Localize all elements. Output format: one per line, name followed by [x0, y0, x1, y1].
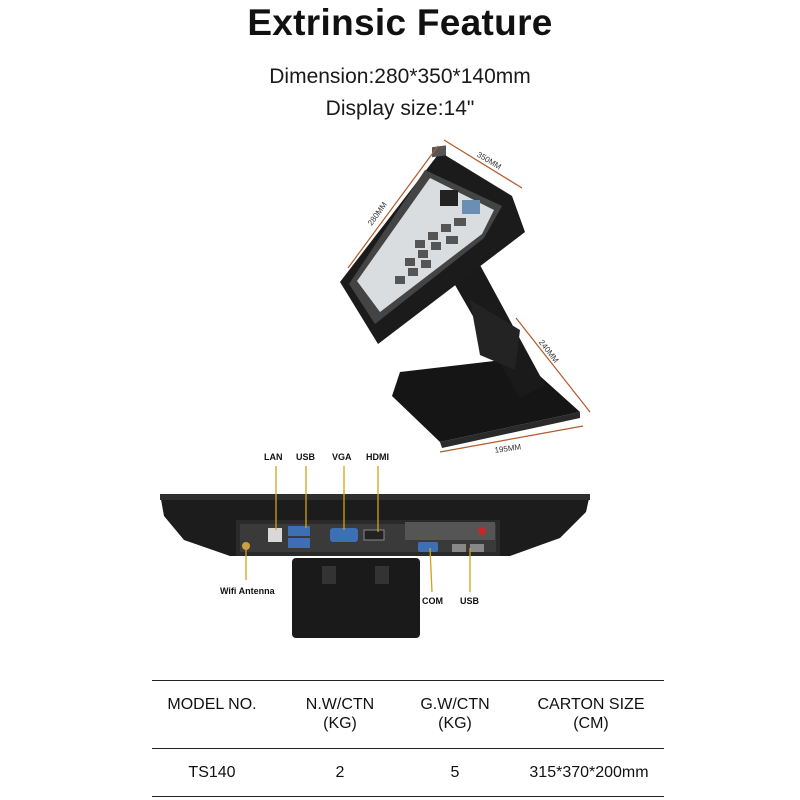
header-carton-size: CARTON SIZE (CM)	[518, 695, 664, 733]
dimension-text: Dimension:280*350*140mm	[269, 65, 531, 88]
port-pointer-lines	[245, 466, 471, 593]
header-gw-ctn-line2: (KG)	[438, 715, 472, 732]
header-carton-size-line2: (CM)	[573, 715, 609, 732]
table-top-rule	[152, 680, 664, 681]
monitor-bottom-view	[160, 494, 590, 638]
com-port-label: COM	[422, 596, 443, 606]
cell-gw-ctn: 5	[450, 764, 460, 781]
hdmi-port-label: HDMI	[366, 452, 389, 462]
table-mid-rule	[152, 748, 664, 749]
header-gw-ctn: G.W/CTN (KG)	[400, 695, 510, 733]
header-nw-ctn: N.W/CTN (KG)	[285, 695, 395, 733]
cell-nw-ctn: 2	[335, 764, 345, 781]
header-carton-size-line1: CARTON SIZE	[537, 696, 645, 713]
vga-port-label: VGA	[332, 452, 352, 462]
monitor-front-view	[340, 145, 580, 448]
header-model-no: MODEL NO.	[152, 695, 272, 714]
header-nw-ctn-line2: (KG)	[323, 715, 357, 732]
page-title: Extrinsic Feature	[247, 2, 553, 43]
cell-model-no: TS140	[188, 764, 236, 781]
display-size-text: Display size:14"	[325, 97, 475, 120]
wifi-antenna-label: Wifi Antenna	[220, 586, 275, 596]
usb-port-label-bottom: USB	[460, 596, 480, 606]
lan-port-label: LAN	[264, 452, 283, 462]
dimension-lines	[347, 139, 591, 453]
table-bottom-rule	[152, 796, 664, 797]
header-model-no-line1: MODEL NO.	[167, 696, 257, 713]
header-nw-ctn-line1: N.W/CTN	[305, 696, 375, 713]
header-gw-ctn-line1: G.W/CTN	[420, 696, 490, 713]
usb-port-label-top: USB	[296, 452, 316, 462]
cell-carton-size: 315*370*200mm	[529, 764, 649, 781]
